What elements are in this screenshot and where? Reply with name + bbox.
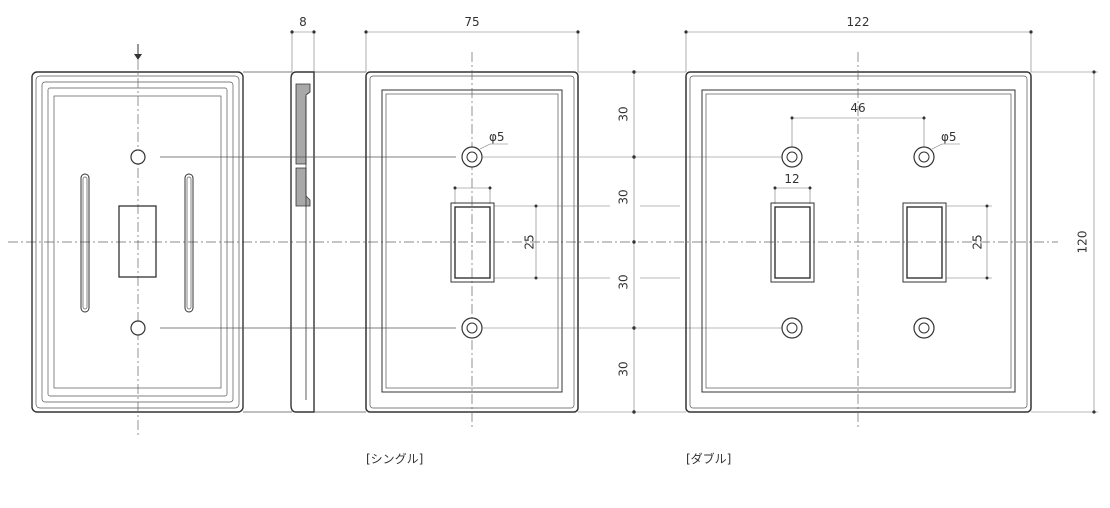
- dim-dot: [1029, 30, 1033, 34]
- single-hole-label: φ5: [489, 130, 505, 144]
- single-hole-leader: [479, 143, 491, 150]
- dim-dot: [364, 30, 368, 34]
- front-slot-right-inner: [186, 176, 192, 310]
- double-switch-height-label: 25: [971, 234, 985, 249]
- side-section-lower: [295, 167, 311, 207]
- dim-dot: [632, 326, 636, 330]
- side-section-upper: [295, 83, 311, 165]
- front-screw-bottom: [130, 320, 146, 336]
- front-slot-left: [80, 173, 90, 313]
- dim-dot: [632, 240, 636, 244]
- segment-label-3: 30: [617, 274, 631, 289]
- side-profile: [290, 71, 315, 413]
- dim-dot: [632, 70, 636, 74]
- vertical-dimension-chain: 30 30 30 30: [482, 70, 782, 414]
- single-plate: 75 φ5 25 [シングル]: [364, 15, 610, 466]
- dim-dot: [790, 116, 794, 120]
- dim-dot: [684, 30, 688, 34]
- double-hole-label: φ5: [941, 130, 957, 144]
- segment-label-2: 30: [617, 189, 631, 204]
- front-slot-right: [184, 173, 194, 313]
- dim-dot: [922, 116, 926, 120]
- double-caption: [ダブル]: [686, 451, 731, 466]
- double-width-label: 122: [847, 15, 870, 29]
- single-screw-top-hole: [466, 151, 478, 163]
- single-switch-frame: [450, 202, 495, 283]
- front-bevel-2: [41, 81, 234, 403]
- single-switch-height-label: 25: [523, 234, 537, 249]
- double-inner-panel-line: [705, 93, 1012, 389]
- plate-front-view: [31, 44, 244, 438]
- dim-dot: [488, 186, 492, 190]
- double-switch-left-frame: [770, 202, 815, 283]
- single-switch-opening: [454, 206, 491, 279]
- double-screw-left-bottom-hole: [786, 322, 798, 334]
- thickness-label: 8: [299, 15, 307, 29]
- double-switch-left-opening: [774, 206, 811, 279]
- dim-dot: [985, 204, 989, 208]
- single-screw-bottom-hole: [466, 322, 478, 334]
- overall-height-dimension: 120: [1031, 70, 1098, 414]
- dim-dot: [534, 276, 538, 280]
- double-switch-right-opening: [906, 206, 943, 279]
- dim-dot: [1092, 70, 1096, 74]
- single-caption: [シングル]: [366, 452, 423, 466]
- dim-dot: [985, 276, 989, 280]
- dim-dot: [808, 186, 812, 190]
- front-screw-top: [130, 149, 146, 165]
- front-bevel-3: [47, 87, 228, 397]
- dim-dot: [453, 186, 457, 190]
- dim-dot: [632, 155, 636, 159]
- dim-dot: [1092, 410, 1096, 414]
- view-arrow-head-icon: [134, 54, 142, 60]
- overall-height-label: 120: [1076, 231, 1090, 254]
- single-width-label: 75: [464, 15, 479, 29]
- segment-label-4: 30: [617, 361, 631, 376]
- dim-dot: [534, 204, 538, 208]
- double-screw-right-bottom-hole: [918, 322, 930, 334]
- front-outer-edge: [31, 71, 244, 413]
- double-switch-right-frame: [902, 202, 947, 283]
- double-plate: 122 46 φ5 12: [684, 15, 1033, 466]
- dim-dot: [312, 30, 316, 34]
- plate-side-view: 8: [290, 15, 316, 413]
- double-screw-right-top-hole: [918, 151, 930, 163]
- dim-dot: [773, 186, 777, 190]
- dim-dot: [576, 30, 580, 34]
- dim-dot: [290, 30, 294, 34]
- front-slot-left-inner: [82, 176, 88, 310]
- front-bevel-1: [35, 75, 240, 409]
- segment-label-1: 30: [617, 106, 631, 121]
- dim-dot: [632, 410, 636, 414]
- double-hole-leader: [931, 143, 943, 150]
- double-inner-panel: [701, 89, 1016, 393]
- double-bevel: [689, 75, 1028, 409]
- front-inner-panel: [53, 95, 222, 389]
- front-switch-opening: [118, 205, 157, 278]
- double-pitch-label: 46: [850, 101, 865, 115]
- double-outer-edge: [685, 71, 1032, 413]
- double-switch-width-label: 12: [784, 172, 799, 186]
- double-screw-left-top-hole: [786, 151, 798, 163]
